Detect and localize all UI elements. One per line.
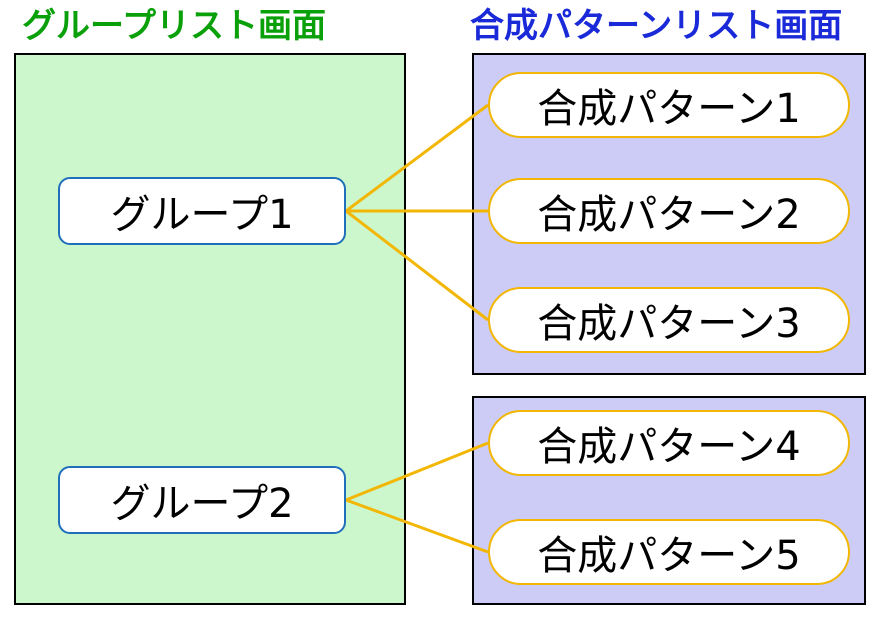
pattern-list-screen-title: 合成パターンリスト画面 [470,6,843,46]
pattern-item-5[interactable]: 合成パターン5 [488,519,850,585]
pattern-item-2[interactable]: 合成パターン2 [488,178,850,244]
pattern-item-3[interactable]: 合成パターン3 [488,287,850,353]
pattern-item-4[interactable]: 合成パターン4 [488,410,850,476]
group-item-1[interactable]: グループ1 [58,177,346,245]
pattern-item-1[interactable]: 合成パターン1 [488,72,850,138]
group-item-2[interactable]: グループ2 [58,466,346,534]
group-list-screen-title: グループリスト画面 [22,6,326,46]
